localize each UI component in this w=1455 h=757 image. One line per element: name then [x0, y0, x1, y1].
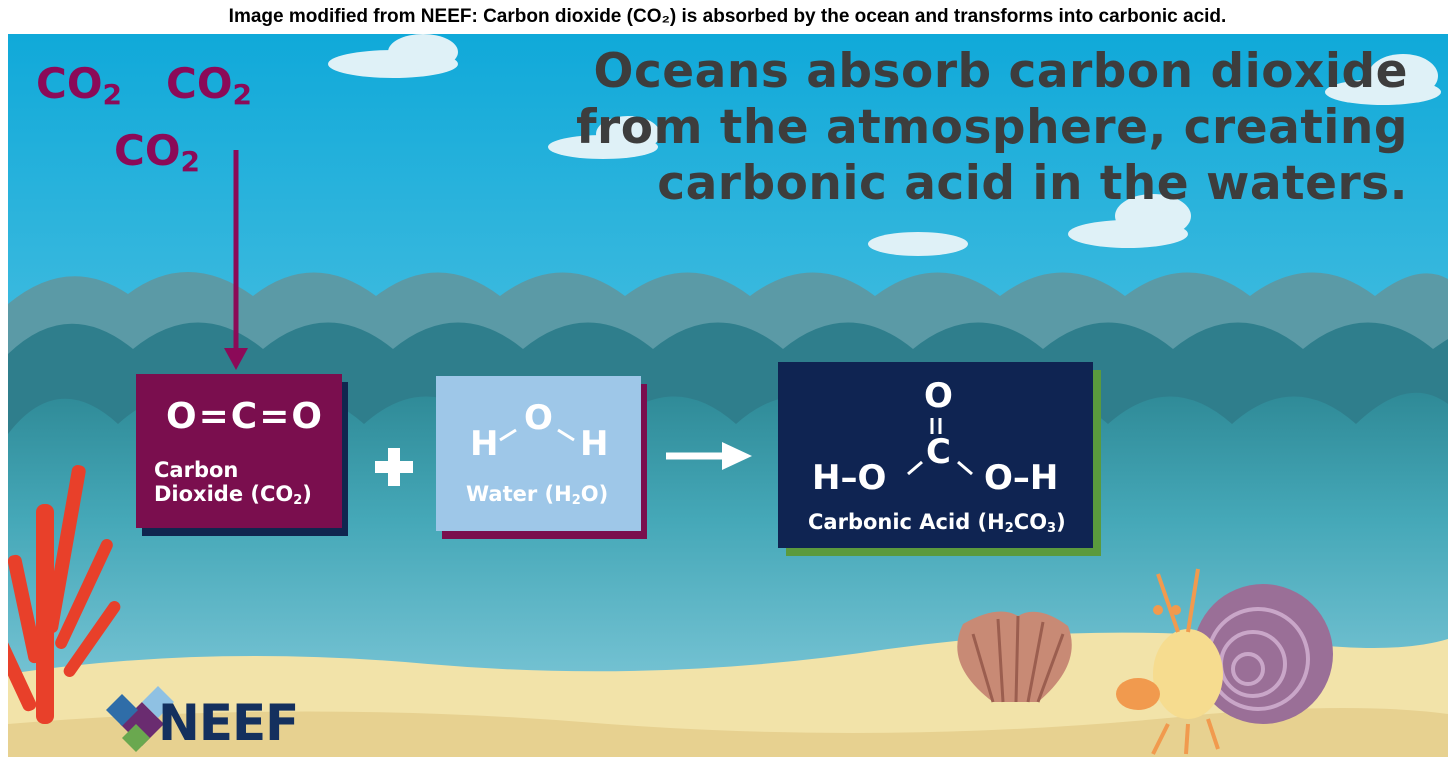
acid-top-oxygen: O: [924, 376, 953, 416]
acid-card-label: Carbonic Acid (H2CO3): [808, 510, 1066, 536]
scallop-shell: [957, 611, 1072, 703]
neef-logo-mark: [106, 686, 174, 752]
neef-logo-text: NEEF: [158, 694, 299, 752]
acid-left-hydroxyl: H–O: [812, 458, 887, 498]
coral: [8, 465, 121, 724]
co2-molecule-label: CO2: [114, 126, 201, 178]
water-card-label: Water (H2O): [466, 482, 609, 508]
figure-caption: Image modified from NEEF: Carbon dioxide…: [228, 6, 1227, 27]
plus-sign: [375, 448, 413, 486]
acid-bonds: [907, 418, 973, 476]
water-bonds: [499, 428, 575, 442]
co2-molecule-label: CO2: [166, 59, 253, 111]
ocean-background: [8, 34, 1448, 757]
co2-structural-formula: O=C=O: [166, 396, 324, 437]
headline: Oceans absorb carbon dioxide from the at…: [576, 44, 1408, 211]
water-oxygen: O: [524, 398, 553, 438]
acid-right-hydroxyl: O–H: [984, 458, 1059, 498]
water-hydrogen-left: H: [470, 424, 499, 464]
acid-carbon: C: [926, 432, 951, 472]
hermit-crab: [1116, 568, 1333, 755]
water-hydrogen-right: H: [580, 424, 609, 464]
co2-molecule-label: CO2: [36, 59, 123, 111]
illustration: Oceans absorb carbon dioxide from the at…: [8, 34, 1448, 757]
